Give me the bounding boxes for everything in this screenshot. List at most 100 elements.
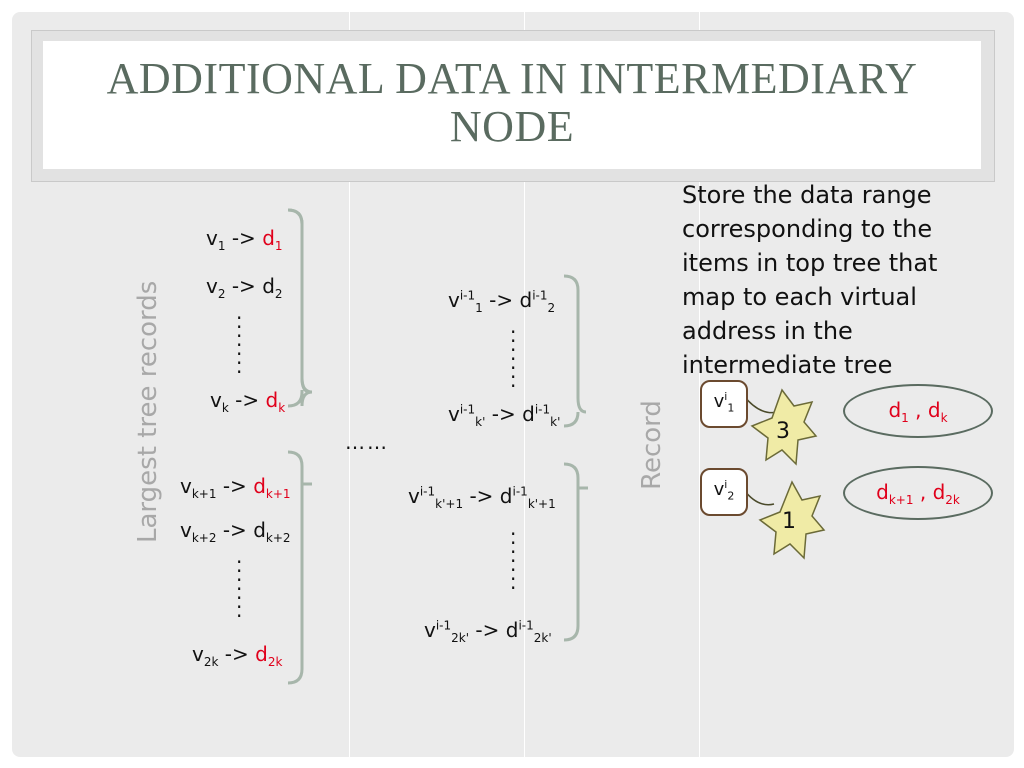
record-v-sub: k: [221, 401, 229, 415]
vertical-dots: .......: [510, 516, 517, 594]
range-sub: k+1: [888, 493, 914, 507]
bracket-group-3: [563, 274, 587, 428]
intermediate-d-sup: i-1: [512, 484, 528, 499]
intermediate-row-1: vi-11 -> di-12: [448, 288, 556, 315]
title-box: ADDITIONAL DATA IN INTERMEDIARY NODE: [43, 41, 981, 169]
column-divider: [699, 12, 700, 757]
title-line-1: ADDITIONAL DATA IN INTERMEDIARY: [106, 54, 918, 103]
bracket-group-4: [563, 462, 580, 642]
record-d-sub: k+2: [265, 531, 291, 545]
record-v-sub: k+1: [191, 487, 217, 501]
intermediate-d: d: [499, 484, 513, 508]
record-d: d: [255, 642, 268, 666]
intermediate-v-sup: i-1: [435, 618, 452, 633]
column-divider: [349, 12, 350, 757]
leaf-stem-2: [743, 489, 775, 506]
brackets-layer: [287, 208, 826, 685]
record-v: v: [180, 474, 192, 498]
record-arrow: ->: [225, 226, 263, 250]
range-sub: k: [940, 411, 948, 425]
intermediate-d: d: [519, 288, 533, 312]
bracket-group-1: [287, 208, 313, 407]
record-row-3: vk -> dk: [210, 388, 286, 415]
record-d-sub: k: [278, 401, 286, 415]
leaf-count-2: 1: [782, 509, 796, 534]
description-text: Store the data range corresponding to th…: [682, 181, 938, 379]
intermediate-d-sup: i-1: [532, 288, 548, 303]
record-arrow: ->: [228, 388, 266, 412]
intermediate-v-sup: i-1: [459, 288, 476, 303]
intermediate-v: v: [448, 288, 460, 312]
record-d-sub: 2: [274, 287, 283, 301]
record-d: d: [262, 226, 275, 250]
title-line-2: NODE: [449, 102, 575, 151]
intermediate-v-sub: k'+1: [435, 497, 464, 511]
bracket-group-2: [287, 450, 304, 685]
record-v-sub: k+2: [191, 531, 217, 545]
range-ellipse-2: dk+1 , d2k: [843, 466, 993, 520]
record-arrow: ->: [218, 642, 256, 666]
bracket-group-1-close: [287, 208, 311, 408]
tag-sub: 1: [727, 401, 735, 415]
intermediate-row-4: vi-12k' -> di-12k': [424, 618, 552, 645]
intermediate-d-sub: k': [550, 415, 561, 429]
intermediate-row-2: vi-1k' -> di-1k': [448, 402, 561, 429]
intermediate-v: v: [424, 618, 436, 642]
record-arrow: ->: [216, 518, 254, 542]
range-ellipse-1: d1 , dk: [843, 384, 993, 438]
record-v: v: [192, 642, 204, 666]
range-d: d: [888, 398, 902, 422]
record-v: v: [180, 518, 192, 542]
record-row-4: vk+1 -> dk+1: [180, 474, 291, 501]
vertical-dots: .......: [236, 544, 243, 622]
tag-v: v: [713, 391, 725, 412]
record-row-6: v2k -> d2k: [192, 642, 283, 669]
record-v-sub: 2: [217, 287, 226, 301]
record-arrow: ->: [216, 474, 254, 498]
slide-title: ADDITIONAL DATA IN INTERMEDIARY NODE: [43, 41, 981, 151]
vertical-dots: .......: [236, 300, 243, 378]
tag-sup: i: [724, 390, 728, 403]
record-v: v: [206, 274, 218, 298]
left-axis-label: Largest tree records: [133, 280, 163, 543]
intermediate-arrow: ->: [463, 484, 500, 508]
leaf-2: [758, 480, 826, 560]
intermediate-arrow: ->: [469, 618, 506, 642]
tag-v: v: [713, 479, 725, 500]
intermediate-d-sub: 2k': [533, 631, 552, 645]
record-v-sub: 2k: [203, 655, 219, 669]
tag-sub: 2: [727, 489, 735, 503]
record-row-2: v2 -> d2: [206, 274, 283, 301]
intermediate-v: v: [448, 402, 460, 426]
record-d-sub: 2k: [267, 655, 283, 669]
intermediate-d-sup: i-1: [534, 402, 551, 417]
range-d: d: [927, 398, 941, 422]
intermediate-v-sup: i-1: [459, 402, 476, 417]
record-d: d: [265, 388, 279, 412]
record-d-sub: 1: [274, 239, 283, 253]
vertical-dots: .......: [510, 314, 517, 392]
record-d: d: [262, 274, 275, 298]
intermediate-d-sub: k'+1: [527, 497, 556, 511]
range-separator: ,: [913, 480, 933, 504]
range-d: d: [932, 480, 946, 504]
intermediate-d-sup: i-1: [518, 618, 534, 633]
intermediate-row-3: vi-1k'+1 -> di-1k'+1: [408, 484, 556, 511]
slide: ADDITIONAL DATA IN INTERMEDIARY NODE Lar…: [12, 12, 1014, 757]
record-v: v: [206, 226, 218, 250]
range-separator: ,: [908, 398, 928, 422]
title-frame: ADDITIONAL DATA IN INTERMEDIARY NODE: [31, 30, 995, 182]
tag-sup: i: [724, 478, 728, 491]
intermediate-v-sub: 2k': [451, 631, 470, 645]
leaf-1: [750, 388, 818, 466]
intermediate-d: d: [522, 402, 535, 426]
intermediate-d: d: [505, 618, 519, 642]
record-row-5: vk+2 -> dk+2: [180, 518, 291, 545]
record-label: Record: [637, 400, 667, 490]
record-arrow: ->: [225, 274, 263, 298]
intermediate-v-sub: 1: [475, 301, 483, 315]
range-sub: 1: [901, 411, 909, 425]
range-d: d: [876, 480, 889, 504]
column-divider: [524, 12, 525, 757]
intermediate-d-sub: 2: [547, 301, 556, 315]
